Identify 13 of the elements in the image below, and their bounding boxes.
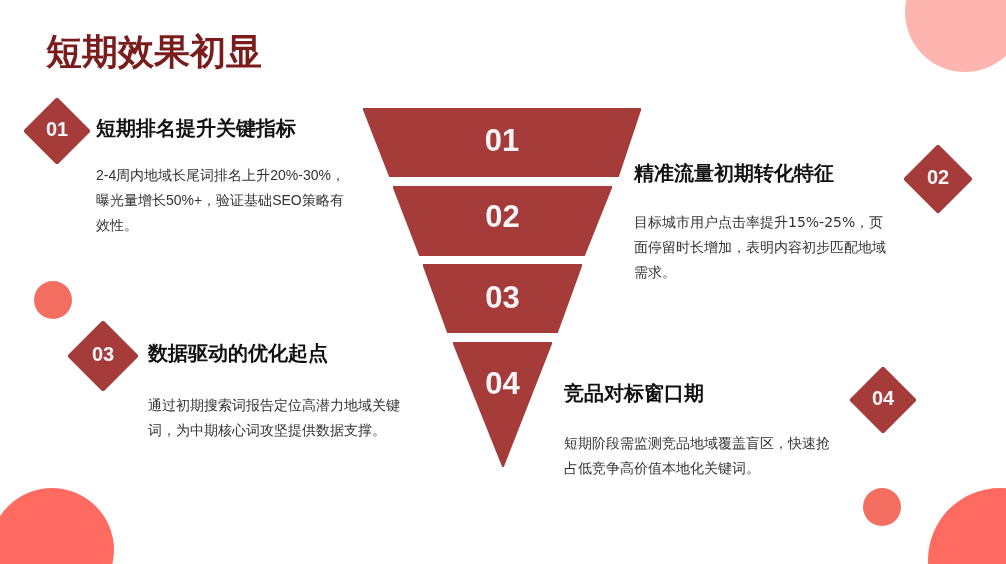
number-diamond: 02: [904, 145, 972, 213]
description-text: 短期阶段需监测竞品地域覆盖盲区，快速抢占低竞争高价值本地化关键词。: [564, 434, 831, 478]
slide-title: 短期效果初显: [46, 30, 262, 74]
description-text: 2-4周内地域长尾词排名上升20%-30%，曝光量增长50%+，验证基础SEO策略有效性。: [96, 166, 346, 235]
description-text: 目标城市用户点击率提升15%-25%，页面停留时长增加，表明内容初步匹配地域需求。: [634, 213, 887, 282]
section-heading: 竞品对标窗口期: [564, 381, 704, 405]
number-diamond: 01: [24, 98, 90, 164]
funnel-segment: 02: [393, 186, 612, 256]
funnel-segment: 04: [453, 342, 552, 467]
number-diamond: 04: [850, 367, 916, 433]
funnel-segment: 03: [423, 264, 582, 333]
description-text: 通过初期搜索词报告定位高潜力地域关键词，为中期核心词攻坚提供数据支撑。: [148, 396, 401, 440]
number-diamond: 03: [68, 321, 138, 391]
